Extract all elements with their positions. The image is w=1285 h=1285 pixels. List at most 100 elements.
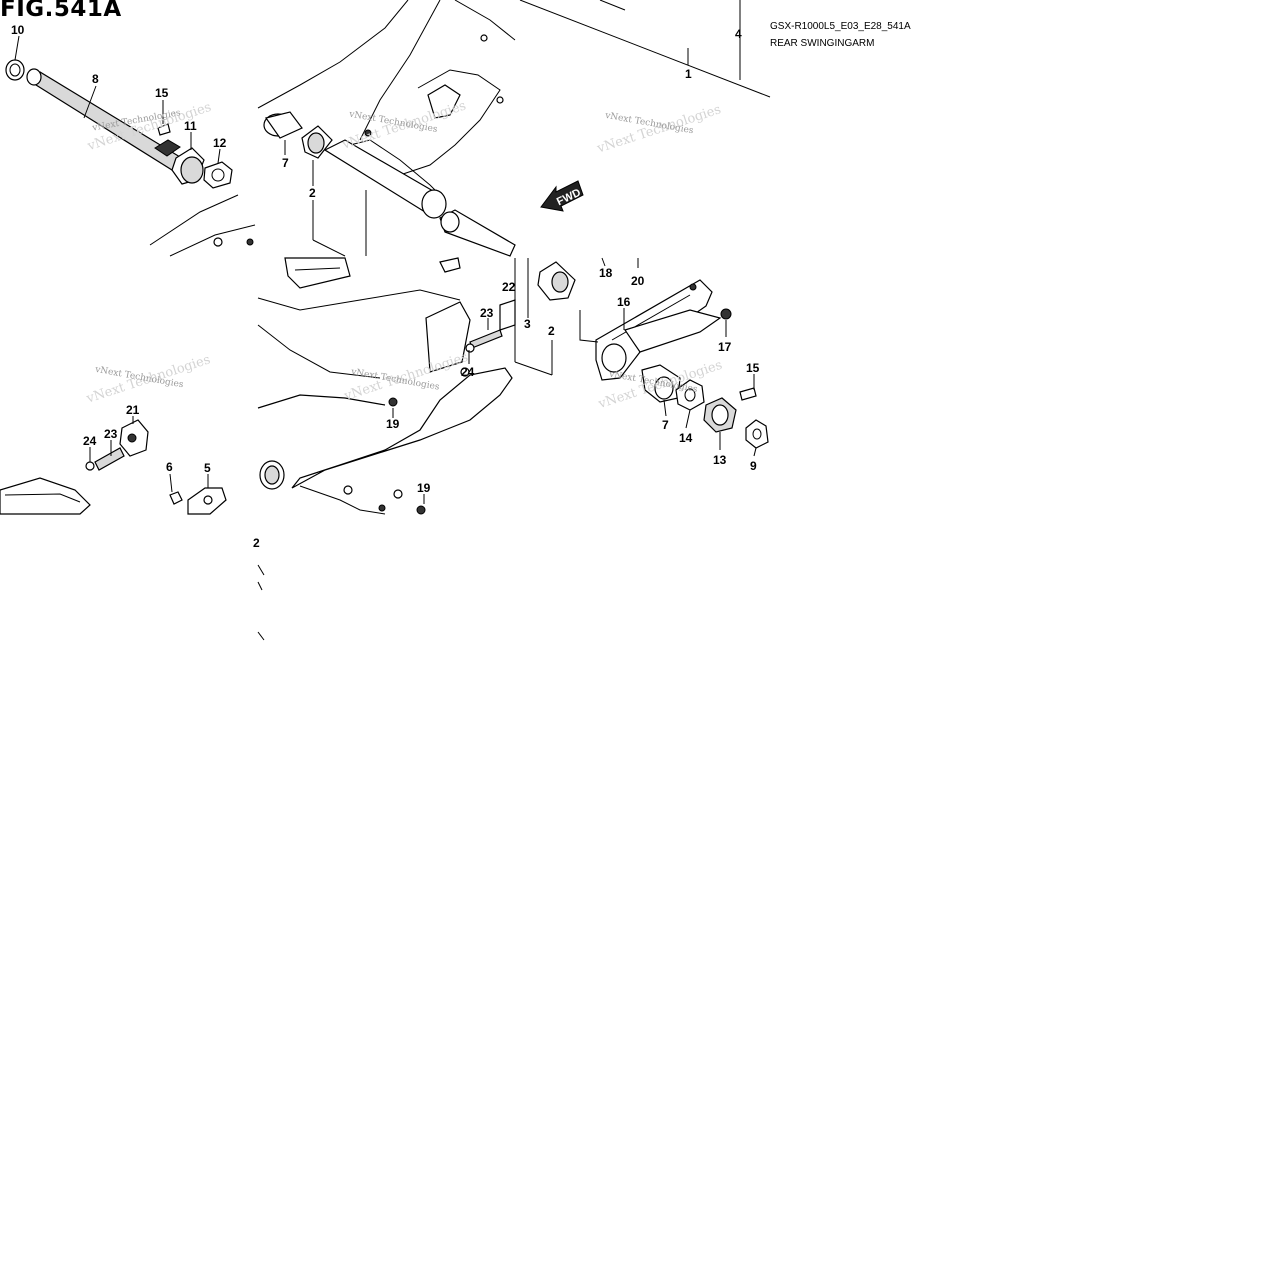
part-24-locknut-mid[interactable] bbox=[465, 343, 475, 353]
callout-7-top[interactable]: 7 bbox=[282, 156, 289, 170]
part-22-plate[interactable] bbox=[499, 299, 516, 331]
callout-15-left[interactable]: 15 bbox=[155, 86, 169, 100]
fwd-arrow: FWD bbox=[540, 180, 584, 212]
callout-1[interactable]: 1 bbox=[685, 67, 692, 81]
part-16-lever-line bbox=[611, 294, 691, 341]
part-6-screw[interactable] bbox=[169, 491, 183, 505]
swingarm-outline-3 bbox=[454, 0, 516, 41]
swingarm-outline-2 bbox=[359, 0, 441, 141]
part-14-nut-hole bbox=[684, 388, 696, 402]
swingarm-end-left-line bbox=[4, 493, 81, 503]
tile-pivot-shaft bbox=[5, 35, 256, 257]
callout-2-right[interactable]: 2 bbox=[548, 324, 555, 338]
swingarm-pivot-bore bbox=[421, 189, 447, 219]
leader-9 bbox=[753, 447, 757, 457]
callout-11[interactable]: 11 bbox=[184, 119, 197, 133]
callout-21[interactable]: 21 bbox=[126, 403, 140, 417]
leader-12 bbox=[217, 148, 221, 164]
frame-outline-1 bbox=[149, 194, 239, 246]
part-chain-case[interactable] bbox=[291, 367, 513, 489]
leader-18 bbox=[601, 257, 606, 267]
callout-18[interactable]: 18 bbox=[599, 266, 613, 280]
callout-2-lower[interactable]: 2 bbox=[253, 536, 260, 550]
swingarm-outline-right-2 bbox=[599, 0, 626, 11]
callout-19-top[interactable]: 19 bbox=[386, 417, 400, 431]
callout-12[interactable]: 12 bbox=[213, 136, 227, 150]
part-19-bolt-a[interactable] bbox=[388, 397, 398, 407]
callout-15-right[interactable]: 15 bbox=[746, 361, 760, 375]
part-7-bushing-right-face bbox=[654, 376, 674, 400]
callout-23-mid[interactable]: 23 bbox=[480, 306, 494, 320]
swingarm-slot bbox=[427, 84, 461, 119]
part-7-bushing-body bbox=[265, 111, 303, 139]
callout-10[interactable]: 10 bbox=[11, 23, 25, 37]
callout-14[interactable]: 14 bbox=[679, 431, 693, 445]
tile-swingarm-front bbox=[257, 0, 516, 257]
part-clipped-edge-marks bbox=[257, 564, 265, 641]
swingarm-outline-1 bbox=[257, 0, 409, 109]
leader-6 bbox=[169, 473, 173, 493]
callout-7-right[interactable]: 7 bbox=[662, 418, 669, 432]
figure-title: FIG.541A bbox=[0, 0, 122, 22]
callout-16[interactable]: 16 bbox=[617, 295, 631, 309]
callout-3[interactable]: 3 bbox=[524, 317, 531, 331]
callout-numbers: 10 8 15 11 12 7 2 1 4 18 20 16 22 23 3 2… bbox=[11, 23, 760, 550]
callout-8[interactable]: 8 bbox=[92, 72, 99, 86]
leader-7b bbox=[663, 399, 667, 417]
swingarm-end-left bbox=[0, 477, 91, 515]
swingarm-chain-block bbox=[425, 301, 471, 373]
swingarm-window bbox=[399, 69, 501, 176]
callout-24-mid[interactable]: 24 bbox=[461, 365, 475, 379]
leader-8 bbox=[83, 85, 97, 119]
part-19-bolt-b[interactable] bbox=[416, 505, 426, 515]
callout-6[interactable]: 6 bbox=[166, 460, 173, 474]
part-8-shaft-end bbox=[26, 68, 42, 86]
diagram-code: GSX-R1000L5_E03_E28_541A bbox=[770, 21, 911, 32]
part-chain-case-hole-2 bbox=[393, 489, 403, 499]
leader-2a-guide-2 bbox=[312, 239, 346, 257]
part-14-nut[interactable] bbox=[675, 379, 705, 411]
swingarm-hole-1 bbox=[480, 34, 488, 42]
callout-23-left[interactable]: 23 bbox=[104, 427, 118, 441]
swingarm-top-block bbox=[284, 257, 351, 289]
callout-4[interactable]: 4 bbox=[735, 27, 742, 41]
callout-22[interactable]: 22 bbox=[502, 280, 516, 294]
callout-5[interactable]: 5 bbox=[204, 461, 211, 475]
part-23-adjust-bolt-mid[interactable] bbox=[469, 329, 503, 349]
part-24-locknut-left[interactable] bbox=[85, 461, 95, 471]
diagram-name: REAR SWINGINGARM bbox=[770, 38, 875, 49]
leader-14 bbox=[685, 409, 691, 429]
swingarm-outline-right bbox=[519, 0, 771, 98]
part-15-bolt[interactable] bbox=[157, 123, 171, 136]
callout-19-bottom[interactable]: 19 bbox=[417, 481, 431, 495]
part-swingarm-clip bbox=[439, 257, 461, 273]
part-15-bolt-right[interactable] bbox=[739, 387, 757, 401]
part-chain-case-hole-1 bbox=[343, 485, 353, 495]
part-chain-case-lower bbox=[299, 485, 386, 515]
leader-10 bbox=[14, 35, 20, 61]
part-16-lever-hole bbox=[689, 283, 697, 291]
part-9-nut[interactable] bbox=[745, 419, 769, 449]
tile-lever-assembly bbox=[514, 257, 769, 457]
part-23-adjust-bolt-left[interactable] bbox=[94, 447, 125, 471]
swingarm-lower-edge bbox=[257, 324, 381, 379]
callout-2-top[interactable]: 2 bbox=[309, 186, 316, 200]
part-5-guide-hole bbox=[203, 495, 213, 505]
callout-20[interactable]: 20 bbox=[631, 274, 645, 288]
part-10-seal-inner bbox=[9, 63, 21, 77]
part-2-bearing-right-face bbox=[551, 271, 569, 293]
swingarm-hole-2 bbox=[496, 96, 504, 104]
callout-24-left[interactable]: 24 bbox=[83, 434, 97, 448]
part-9-nut-hole bbox=[752, 428, 762, 440]
part-13-adjuster-face bbox=[711, 404, 729, 426]
callout-13[interactable]: 13 bbox=[713, 453, 727, 467]
swingarm-top-block-line bbox=[294, 267, 341, 271]
tile-swingarm-side bbox=[257, 257, 516, 641]
part-17-bolt[interactable] bbox=[720, 308, 732, 320]
part-12-nut[interactable] bbox=[203, 161, 233, 189]
part-10-seal[interactable] bbox=[5, 59, 25, 81]
tile-chain-adjuster bbox=[0, 416, 227, 515]
callout-9[interactable]: 9 bbox=[750, 459, 757, 473]
part-12-nut-hole bbox=[211, 168, 225, 182]
callout-17[interactable]: 17 bbox=[718, 340, 732, 354]
